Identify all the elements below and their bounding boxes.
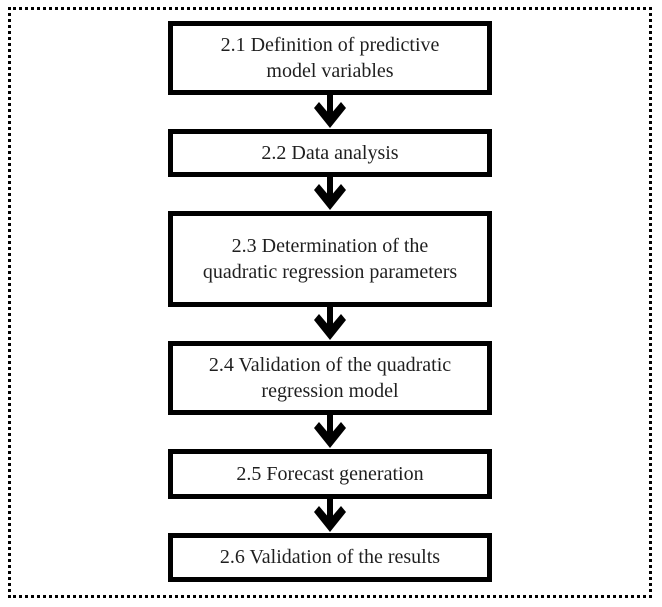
flow-step-2-1: 2.1 Definition of predictive model varia… xyxy=(168,21,492,95)
flow-step-2-5-label: 2.5 Forecast generation xyxy=(236,462,424,485)
flowchart: 2.1 Definition of predictive model varia… xyxy=(11,10,649,595)
flow-step-2-4-label: 2.4 Validation of the quadratic regressi… xyxy=(208,353,452,402)
figure-dotted-frame: 2.1 Definition of predictive model varia… xyxy=(8,7,652,598)
down-arrow-icon xyxy=(314,177,346,210)
down-arrow-icon xyxy=(314,307,346,340)
flow-step-2-2-label: 2.2 Data analysis xyxy=(261,141,399,164)
flow-step-2-5: 2.5 Forecast generation xyxy=(168,449,492,499)
flow-step-2-1-label: 2.1 Definition of predictive model varia… xyxy=(220,33,440,82)
flow-step-2-6-label: 2.6 Validation of the results xyxy=(219,546,441,569)
flow-step-2-2: 2.2 Data analysis xyxy=(168,129,492,177)
down-arrow-icon xyxy=(314,415,346,448)
flow-step-2-3: 2.3 Determination of the quadratic regre… xyxy=(168,211,492,307)
flow-step-2-6: 2.6 Validation of the results xyxy=(168,533,492,582)
down-arrow-icon xyxy=(314,95,346,128)
flow-step-2-4: 2.4 Validation of the quadratic regressi… xyxy=(168,341,492,415)
down-arrow-icon xyxy=(314,499,346,532)
flow-step-2-3-label: 2.3 Determination of the quadratic regre… xyxy=(202,234,458,283)
